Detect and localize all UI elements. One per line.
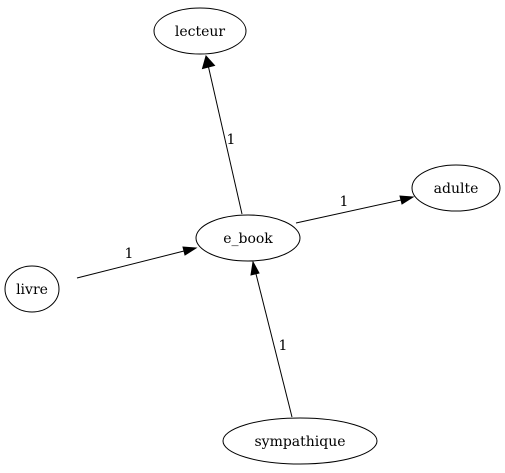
arrowhead-icon [201, 54, 216, 70]
node-livre[interactable]: livre [4, 265, 60, 313]
node-e-book[interactable]: e_book [195, 214, 301, 262]
node-sympathique[interactable]: sympathique [222, 417, 378, 465]
node-lecteur[interactable]: lecteur [153, 7, 247, 55]
arrowhead-icon [182, 246, 198, 256]
edge-e-book-to-lecteur: 1 [201, 54, 243, 215]
arrowhead-icon [399, 195, 415, 205]
node-label: adulte [434, 181, 479, 197]
node-label: lecteur [175, 24, 226, 40]
edge-sympathique-to-e-book: 1 [250, 260, 293, 418]
edge-label: 1 [125, 246, 134, 262]
node-adulte[interactable]: adulte [411, 164, 501, 212]
arrowhead-icon [250, 260, 260, 276]
edge-livre-to-e-book: 1 [76, 246, 198, 279]
edge-label: 1 [227, 132, 236, 148]
edge-label: 1 [279, 338, 288, 354]
node-label: e_book [223, 231, 273, 247]
edge-e-book-to-adulte: 1 [295, 194, 415, 224]
node-label: sympathique [254, 434, 345, 450]
node-label: livre [16, 282, 48, 298]
edge-label: 1 [340, 194, 349, 210]
